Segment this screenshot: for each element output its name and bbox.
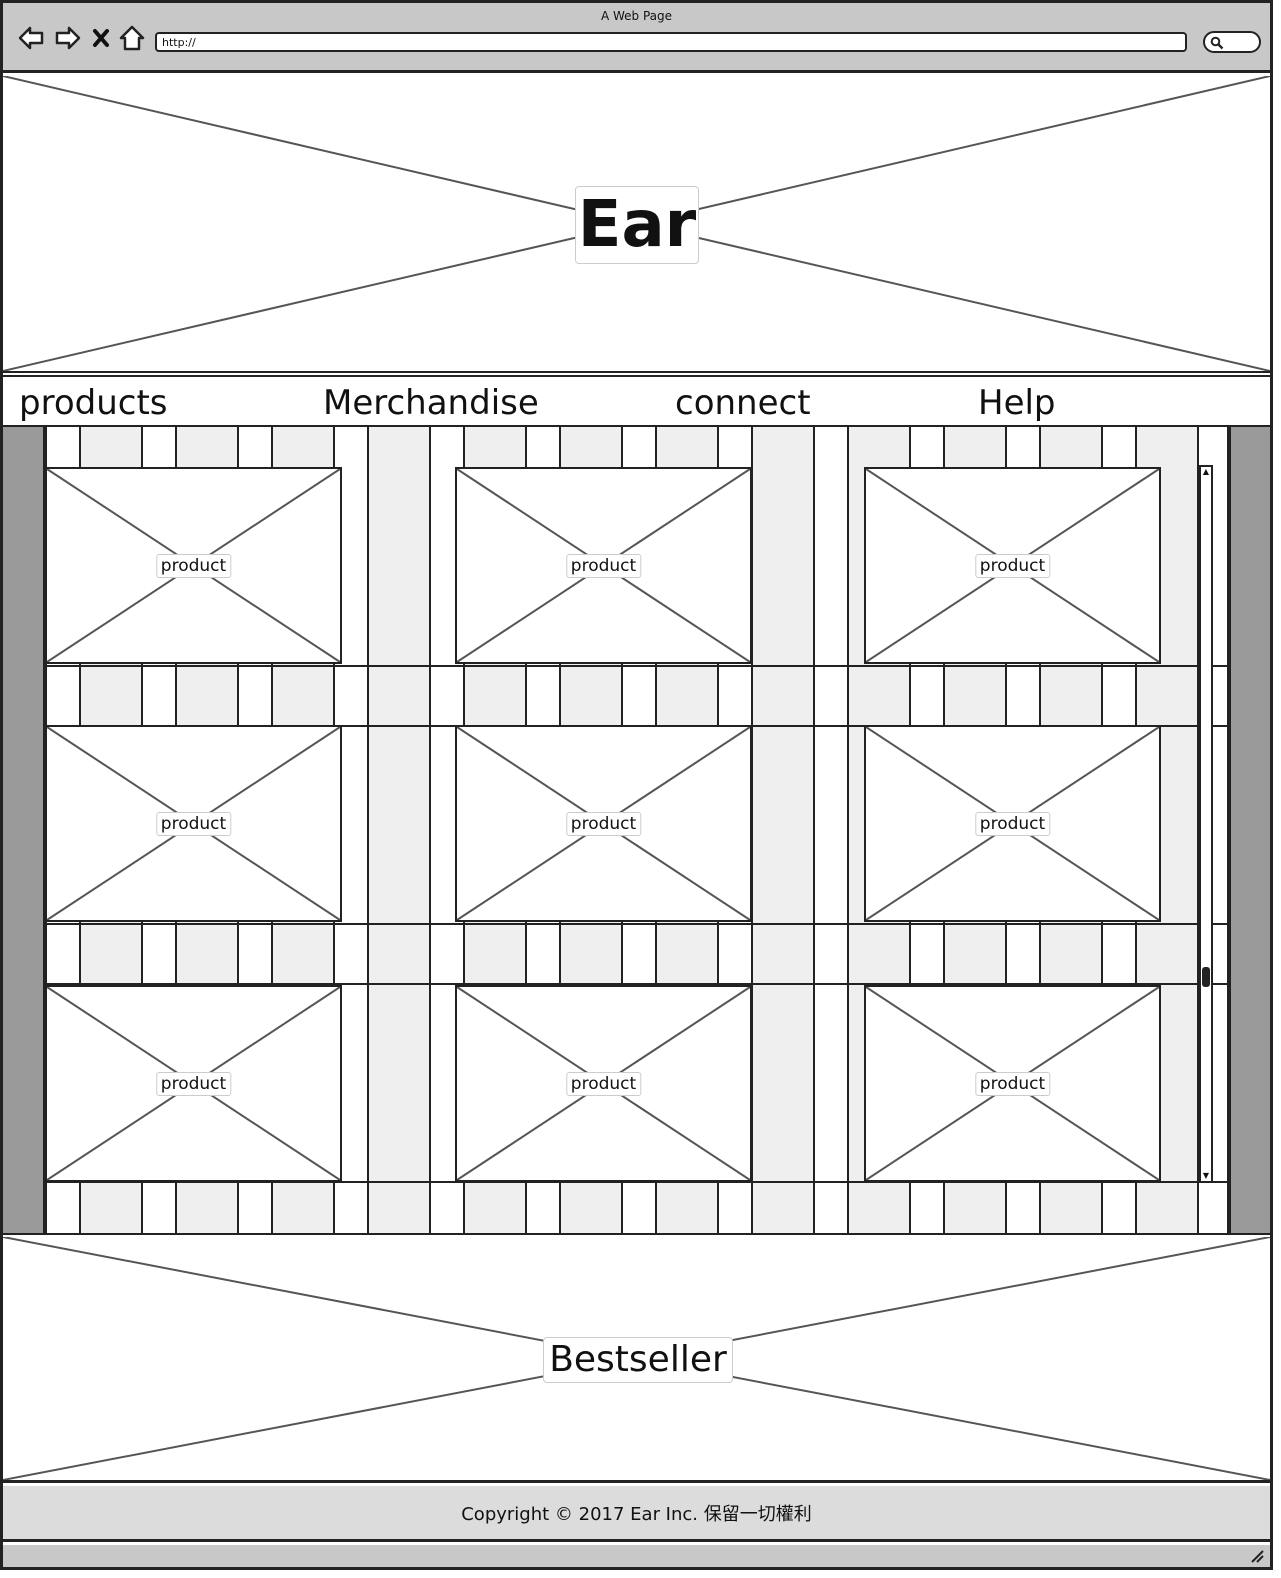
- nav-item-merchandise[interactable]: Merchandise: [323, 383, 539, 423]
- forward-arrow-icon[interactable]: [54, 23, 82, 53]
- resize-grip-icon[interactable]: [1250, 1549, 1264, 1563]
- back-arrow-icon[interactable]: [17, 23, 45, 53]
- product-label: product: [565, 1071, 642, 1096]
- product-label: product: [155, 553, 232, 578]
- vertical-scrollbar[interactable]: ▲ ▼: [1199, 465, 1213, 1183]
- close-icon[interactable]: [91, 23, 111, 53]
- nav-item-connect[interactable]: connect: [675, 383, 811, 423]
- product-card[interactable]: product: [455, 985, 752, 1182]
- grid-row-divider: [45, 665, 1229, 667]
- status-bar: [3, 1545, 1270, 1567]
- product-label: product: [155, 1071, 232, 1096]
- product-card[interactable]: product: [45, 985, 342, 1182]
- right-margin: [1229, 427, 1270, 1233]
- bestseller-label: Bestseller: [543, 1337, 733, 1383]
- product-card[interactable]: product: [864, 725, 1161, 922]
- product-card[interactable]: product: [45, 467, 342, 664]
- nav-item-products[interactable]: products: [19, 383, 168, 423]
- product-card[interactable]: product: [864, 467, 1161, 664]
- scroll-thumb[interactable]: [1202, 967, 1210, 987]
- product-label: product: [155, 811, 232, 836]
- product-label: product: [974, 811, 1051, 836]
- hero-banner: Ear: [3, 76, 1270, 373]
- copyright-text: Copyright © 2017 Ear Inc. 保留一切權利: [461, 1504, 812, 1525]
- scroll-down-icon[interactable]: ▼: [1202, 1171, 1210, 1180]
- grid-row-divider: [45, 1181, 1229, 1183]
- browser-toolbar: A Web Page http://: [3, 3, 1270, 73]
- page-footer: Copyright © 2017 Ear Inc. 保留一切權利: [3, 1486, 1270, 1542]
- product-grid: product product product product product …: [3, 427, 1270, 1235]
- product-card[interactable]: product: [864, 985, 1161, 1182]
- grid-row-divider: [45, 983, 1229, 985]
- product-label: product: [974, 1071, 1051, 1096]
- product-card[interactable]: product: [455, 725, 752, 922]
- url-input[interactable]: http://: [155, 32, 1187, 52]
- scroll-up-icon[interactable]: ▲: [1202, 467, 1210, 476]
- product-label: product: [565, 811, 642, 836]
- bestseller-banner[interactable]: Bestseller: [3, 1237, 1270, 1483]
- product-card[interactable]: product: [455, 467, 752, 664]
- window-title: A Web Page: [600, 9, 673, 23]
- nav-item-help[interactable]: Help: [978, 383, 1056, 423]
- left-margin: [3, 427, 45, 1233]
- grid-column-stripe: [813, 427, 849, 1233]
- grid-row-divider: [45, 923, 1229, 925]
- site-logo: Ear: [575, 186, 699, 264]
- product-label: product: [974, 553, 1051, 578]
- home-icon[interactable]: [118, 23, 146, 53]
- search-field[interactable]: [1203, 31, 1261, 53]
- search-icon: [1210, 36, 1224, 50]
- main-nav: products Merchandise connect Help: [3, 375, 1270, 427]
- product-card[interactable]: product: [45, 725, 342, 922]
- product-label: product: [565, 553, 642, 578]
